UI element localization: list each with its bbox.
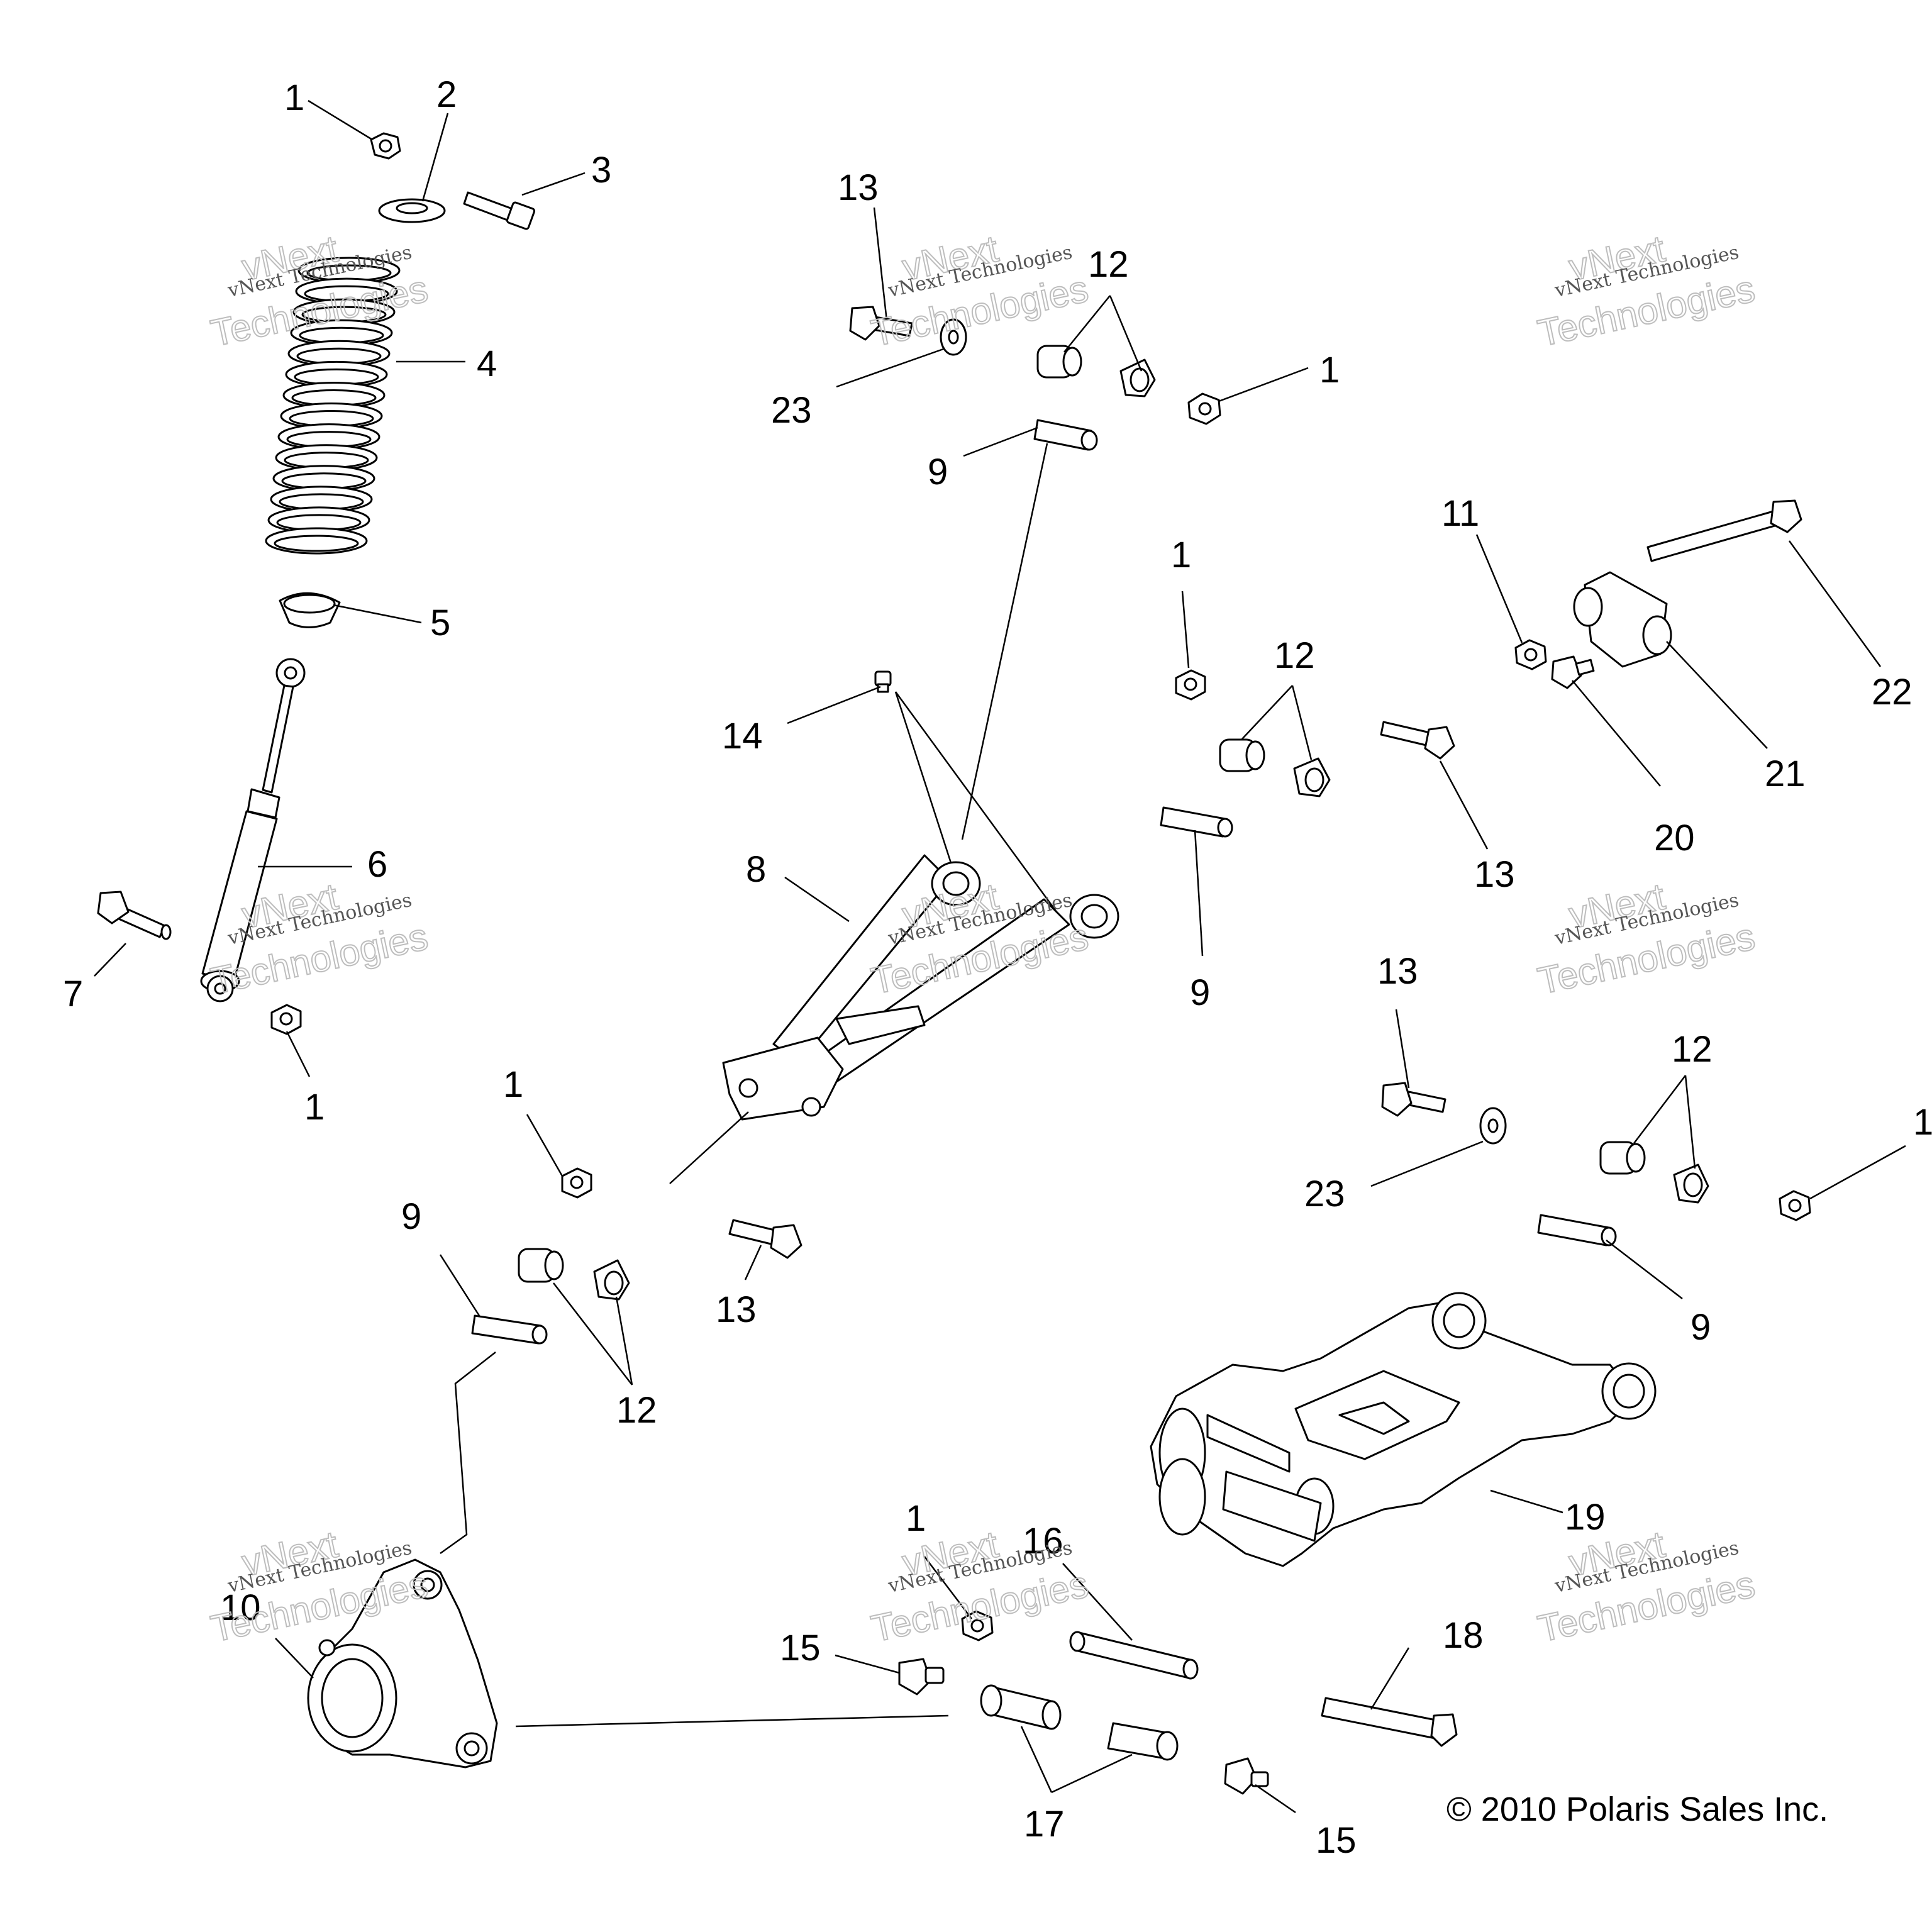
part-bolt-15-left xyxy=(898,1658,945,1696)
part-nut-top-right xyxy=(1187,392,1221,425)
callout-6: 6 xyxy=(367,844,387,885)
callout-1: 1 xyxy=(1319,350,1340,391)
part-pin-9-left xyxy=(471,1314,548,1345)
part-spring-4 xyxy=(265,257,401,555)
part-bolt-20 xyxy=(1551,655,1595,689)
callout-1: 1 xyxy=(284,77,304,118)
callout-20: 20 xyxy=(1654,818,1695,858)
part-nut-top xyxy=(370,132,401,160)
callout-1: 1 xyxy=(1171,535,1191,575)
leader-lines xyxy=(94,99,1906,1814)
callout-1: 1 xyxy=(304,1087,325,1128)
callout-12: 12 xyxy=(616,1390,657,1431)
part-nut-11 xyxy=(1514,639,1547,670)
callout-11: 11 xyxy=(1441,493,1479,534)
part-bushing-12-mid-a xyxy=(1219,738,1265,772)
part-nut-bottom xyxy=(961,1610,994,1641)
callout-22: 22 xyxy=(1872,672,1913,713)
callout-19: 19 xyxy=(1565,1497,1606,1538)
part-bracket-21 xyxy=(1573,571,1672,668)
part-nut-left-mid xyxy=(561,1167,592,1199)
part-pin-9-mid xyxy=(1160,806,1233,838)
part-bolt-15-right xyxy=(1224,1757,1269,1795)
part-upper-a-arm-8 xyxy=(722,854,1119,1121)
callout-16: 16 xyxy=(1023,1521,1063,1562)
callout-12: 12 xyxy=(1672,1029,1713,1070)
callout-2: 2 xyxy=(436,74,457,115)
callout-14: 14 xyxy=(722,716,763,757)
copyright-notice: © 2010 Polaris Sales Inc. xyxy=(1446,1790,1828,1828)
callout-13: 13 xyxy=(1474,854,1515,895)
part-washer-23-right xyxy=(1479,1107,1507,1145)
part-spring-seat-5 xyxy=(279,592,341,628)
part-bushing-17-b xyxy=(1107,1722,1179,1761)
part-bearing-carrier-10 xyxy=(307,1558,498,1768)
callout-9: 9 xyxy=(1190,972,1210,1013)
callout-12: 12 xyxy=(1088,244,1129,285)
part-trailing-arm-19 xyxy=(1150,1292,1657,1567)
callout-13: 13 xyxy=(838,167,879,208)
part-pin-9-top xyxy=(1033,419,1098,451)
part-bushing-12-left-b xyxy=(593,1259,630,1301)
callout-21: 21 xyxy=(1765,753,1806,794)
part-bolt-13-top xyxy=(849,306,913,341)
callout-3: 3 xyxy=(591,150,611,191)
part-bolt-3 xyxy=(463,191,536,230)
part-nut-mid xyxy=(1175,669,1206,701)
part-bushing-12-top-b xyxy=(1119,358,1156,397)
part-grease-fitting-14 xyxy=(874,670,892,693)
part-washer-23-top xyxy=(940,318,967,356)
part-bushing-12-right-b xyxy=(1673,1163,1709,1204)
part-nut-shock xyxy=(270,1004,302,1035)
callout-13: 13 xyxy=(716,1289,757,1330)
callout-5: 5 xyxy=(430,602,450,643)
callout-13: 13 xyxy=(1377,951,1418,992)
part-bushing-12-right-a xyxy=(1599,1141,1646,1175)
callout-9: 9 xyxy=(1690,1307,1711,1348)
part-washer-2 xyxy=(378,198,446,223)
part-bushing-12-mid-b xyxy=(1293,757,1331,797)
part-bushing-12-left-a xyxy=(518,1248,564,1283)
part-nut-right xyxy=(1779,1190,1811,1221)
part-bushing-17-a xyxy=(980,1684,1062,1730)
part-pin-16 xyxy=(1069,1631,1199,1680)
part-bolt-13-left xyxy=(728,1219,802,1259)
callout-4: 4 xyxy=(477,343,497,384)
callout-7: 7 xyxy=(63,974,83,1014)
callout-10: 10 xyxy=(220,1587,261,1628)
part-bolt-22 xyxy=(1646,499,1802,562)
callout-17: 17 xyxy=(1024,1804,1065,1845)
callout-1: 1 xyxy=(906,1498,926,1539)
part-bolt-13-mid xyxy=(1380,721,1455,760)
callout-18: 18 xyxy=(1443,1615,1484,1656)
part-bolt-7 xyxy=(97,891,172,940)
spring-coil-inner xyxy=(274,535,359,552)
part-bolt-13-right xyxy=(1381,1082,1446,1117)
callout-23: 23 xyxy=(1304,1174,1345,1214)
callout-12: 12 xyxy=(1274,635,1315,676)
callout-23: 23 xyxy=(771,390,812,431)
callout-9: 9 xyxy=(928,452,948,492)
part-bolt-18 xyxy=(1321,1697,1458,1747)
callout-1: 1 xyxy=(1913,1102,1932,1143)
callout-9: 9 xyxy=(401,1196,421,1237)
part-shock-6 xyxy=(200,658,306,1002)
callout-labels: 1 2 3 4 5 6 7 1 1 9 12 13 8 14 9 23 13 1… xyxy=(63,74,1932,1861)
callout-15: 15 xyxy=(780,1628,821,1668)
callout-15: 15 xyxy=(1316,1820,1357,1861)
callout-1: 1 xyxy=(503,1064,523,1105)
part-bushing-12-top-a xyxy=(1036,345,1082,379)
part-pin-9-right xyxy=(1537,1214,1617,1246)
callout-8: 8 xyxy=(746,849,766,890)
